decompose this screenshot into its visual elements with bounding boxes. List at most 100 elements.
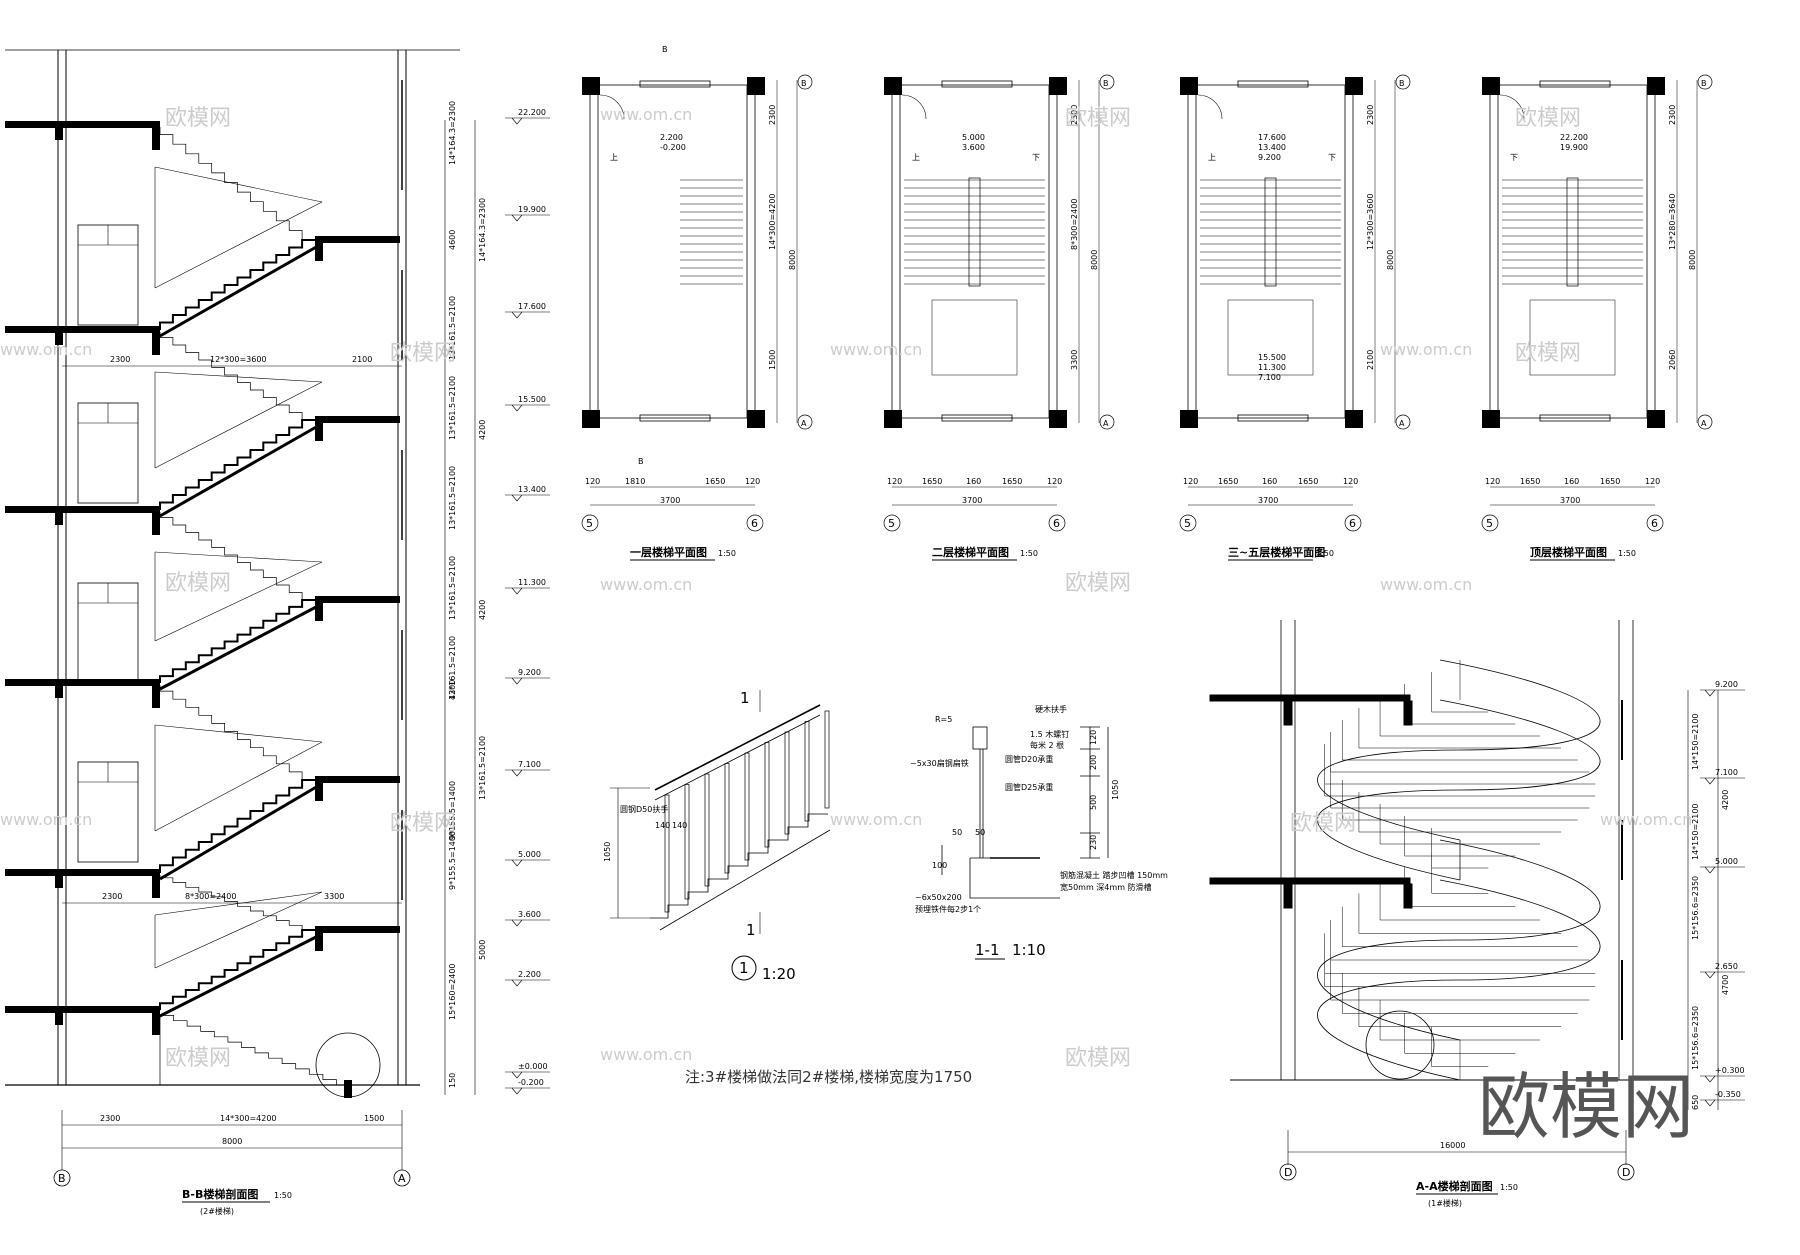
- plan-side-dim: 2300: [768, 105, 777, 125]
- bb-dim-upper-3: 2100: [352, 355, 372, 364]
- baluster: [764, 742, 770, 848]
- bb-scale: 1:50: [274, 1191, 292, 1200]
- slab-beam: [152, 1013, 160, 1035]
- plan-bottom-dim: 160: [966, 477, 981, 486]
- aa-elevation-marker: [1704, 689, 1716, 697]
- detail-1-1-label: 1.5 木螺钉: [1030, 729, 1069, 739]
- handrail: [154, 891, 323, 969]
- floor-slab: [5, 869, 160, 876]
- detail-1-1-label: 预埋铁件每2步1个: [915, 904, 981, 914]
- handrail: [154, 381, 323, 469]
- stair-flight-cut: [159, 239, 315, 330]
- plan-scale: 1:50: [718, 549, 736, 558]
- window: [941, 414, 1013, 422]
- window: [941, 80, 1013, 88]
- detail-1-1-label: ~6x50x200: [915, 893, 962, 902]
- row-axis-label: A: [1399, 419, 1405, 428]
- vertical-dim-label: 13*161.5=2100: [478, 736, 487, 800]
- watermark-brand: 欧模网: [1065, 106, 1131, 131]
- bb-subtitle: (2#楼梯): [200, 1206, 234, 1216]
- window: [1237, 414, 1309, 422]
- plan-bottom-dim: 1650: [1298, 477, 1318, 486]
- section-cut-mark: B: [638, 457, 644, 466]
- column: [582, 410, 600, 428]
- floor-slab: [5, 121, 160, 128]
- floor-slab: [5, 1006, 160, 1013]
- flight-soffit: [159, 244, 319, 338]
- plan-side-dim: 2060: [1668, 350, 1677, 370]
- plan-side-dim: 2300: [1070, 105, 1079, 125]
- plan-side-dim: 3300: [1070, 350, 1079, 370]
- plan-title: 三~五层楼梯平面图: [1228, 545, 1325, 559]
- plan-side-dim: 1500: [768, 350, 777, 370]
- plan-elevation: 22.200: [1560, 133, 1588, 142]
- row-axis-label: A: [1701, 419, 1707, 428]
- elevation-label: 7.100: [518, 760, 541, 769]
- elevation-label: 15.500: [518, 395, 546, 404]
- det1-height: 1050: [603, 842, 612, 862]
- elevation-label: 13.400: [518, 485, 546, 494]
- plan-side-total: 8000: [1090, 250, 1099, 270]
- col-axis-bubble: [1481, 514, 1499, 532]
- plan-direction-mark: 下: [1328, 153, 1336, 162]
- row-axis-label: B: [1399, 79, 1405, 88]
- elevation-marker: [511, 979, 523, 987]
- aa-elevation-marker: [1704, 777, 1716, 785]
- plan-bottom-dim: 1650: [1600, 477, 1620, 486]
- elevation-marker: [511, 404, 523, 412]
- stair-plan: 2.200-0.200上BA230014*300=420015008000120…: [581, 45, 813, 561]
- plan-bottom-total: 3700: [1560, 496, 1580, 505]
- plan-direction-mark: 下: [1510, 153, 1518, 162]
- plan-bottom-dim: 120: [1183, 477, 1198, 486]
- baluster: [804, 721, 810, 822]
- landing-slab: [315, 236, 400, 243]
- aa-subtitle: (1#楼梯): [1428, 1198, 1462, 1208]
- aa-axis-bubble-right: [1617, 1163, 1635, 1181]
- bb-dim-bottom-3: 1500: [364, 1114, 384, 1123]
- column: [582, 77, 600, 95]
- aa-elevation-label: 2.650: [1715, 962, 1738, 971]
- detail-1-1-label: 圆管D25承重: [1005, 782, 1053, 792]
- aa-vertical-dim: 4200: [1721, 790, 1730, 810]
- landing-slab: [315, 596, 400, 603]
- stair-plan: 22.20019.900下BA230013*280=36402060800012…: [1481, 74, 1713, 561]
- column: [1482, 410, 1500, 428]
- det1-spacing-2: 140: [672, 821, 687, 830]
- detail-1-dims: [610, 690, 761, 934]
- stair-flight-cut: [159, 599, 315, 683]
- elevation-label: 2.200: [518, 970, 541, 979]
- plan-direction-mark: 上: [1208, 153, 1216, 162]
- column: [747, 410, 765, 428]
- det1-handrail: 圆钢D50扶手: [620, 804, 668, 814]
- plan-bottom-dim: 160: [1262, 477, 1277, 486]
- col-axis-label: 6: [1053, 517, 1060, 530]
- axis-bubble-b: [53, 1169, 71, 1187]
- watermark-brand: 欧模网: [390, 811, 456, 836]
- vertical-dim-label: 13*161.5=2100: [448, 376, 457, 440]
- plan-direction-mark: 上: [610, 153, 618, 162]
- baluster: [684, 784, 690, 900]
- column: [747, 77, 765, 95]
- column: [1482, 77, 1500, 95]
- plan-scale: 1:50: [1020, 549, 1038, 558]
- detail-circle: [315, 1032, 381, 1098]
- detail-1-1-label: 1050: [1111, 780, 1120, 800]
- aa-total: 16000: [1440, 1141, 1465, 1150]
- row-axis-label: A: [801, 419, 807, 428]
- baluster: [664, 794, 670, 913]
- row-axis-label: B: [1103, 79, 1109, 88]
- plan-bottom-dim: 1650: [922, 477, 942, 486]
- vertical-dim-label: 9*155.5=1400: [448, 781, 457, 840]
- slab-beam: [55, 513, 63, 525]
- floor-slab: [5, 506, 160, 513]
- plan-side-dim: 2300: [1366, 105, 1375, 125]
- section-aa: [1209, 620, 1640, 1081]
- col-axis-bubble: [883, 514, 901, 532]
- elevation-label: 11.300: [518, 578, 546, 587]
- handrail: [154, 561, 323, 642]
- bb-title: B-B楼梯剖面图: [182, 1187, 258, 1201]
- plan-direction-mark: 下: [1032, 153, 1040, 162]
- watermark-brand: 欧模网: [165, 571, 231, 596]
- stair-well: [1566, 177, 1579, 287]
